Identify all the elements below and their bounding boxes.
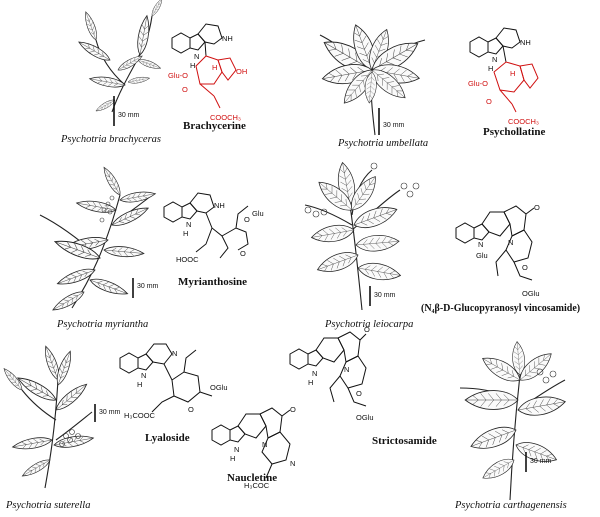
atom-label: O — [534, 203, 540, 212]
structure-strictosamide: O N H N O OGlu — [289, 325, 374, 422]
atom-label: N — [312, 369, 317, 378]
atom-label: N — [186, 220, 191, 229]
atom-label: O — [486, 97, 492, 106]
plant-illustration-myriantha — [39, 165, 157, 315]
atom-label: Glu — [476, 251, 488, 260]
atom-label: Glu — [252, 209, 264, 218]
atom-label: O — [182, 85, 188, 94]
atom-label: H — [488, 64, 493, 73]
atom-label: COOCH₃ — [508, 117, 539, 126]
atom-label: O — [522, 263, 528, 272]
atom-label: O — [290, 405, 296, 414]
plant-illustration-umbellata — [318, 21, 426, 136]
compound-name-strictosamide: Strictosamide — [372, 435, 437, 447]
caption-umbellata: Psychotria umbellata — [338, 138, 429, 149]
scale-label-suterella: 30 mm — [99, 409, 121, 416]
atom-label: N — [194, 52, 199, 61]
scale-label-leiocarpa: 30 mm — [374, 292, 396, 299]
plant-illustration-carthagenensis — [459, 340, 568, 501]
scale-label-myriantha: 30 mm — [137, 283, 159, 290]
structure-psychollatine: N H NH Glu-O H O COOCH₃ — [468, 27, 539, 126]
atom-label: H — [212, 63, 217, 72]
atom-label: H — [190, 61, 195, 70]
atom-label: O — [240, 249, 246, 258]
atom-label: O — [364, 325, 370, 334]
atom-label: OGlu — [356, 413, 374, 422]
atom-label: N — [508, 238, 513, 247]
caption-suterella: Psychotria suterella — [6, 500, 91, 511]
scale-label-umbellata: 30 mm — [383, 122, 405, 129]
atom-label: H — [308, 378, 313, 387]
atom-label: HOOC — [176, 255, 199, 264]
structure-myrianthosine: N H NH O Glu O HOOC — [163, 192, 264, 264]
structure-brachycerine: N H NH Glu-O OH H COOCH₃ O — [168, 23, 247, 122]
caption-leiocarpa: Psychotria leiocarpa — [325, 319, 414, 330]
atom-label: OGlu — [522, 289, 540, 298]
caption-brachyceras: Psychotria brachyceras — [61, 134, 162, 145]
atom-label: OGlu — [210, 383, 228, 392]
atom-label: NH — [214, 201, 225, 210]
atom-label: H — [137, 380, 142, 389]
atom-label: N — [262, 440, 267, 449]
atom-label: NH — [520, 38, 531, 47]
compound-name-brachycerine: Brachycerine — [183, 120, 246, 132]
scale-label-carthagenensis: 30 mm — [530, 458, 552, 465]
atom-label: OH — [236, 67, 247, 76]
atom-label: H₃COOC — [124, 411, 156, 420]
structure-glucopyranosyl-vincosamide: O N Glu N O OGlu — [455, 203, 540, 298]
plant-illustration-leiocarpa — [304, 160, 420, 311]
compound-name-myrianthosine: Myrianthosine — [178, 276, 248, 288]
atom-label: N — [172, 349, 177, 358]
caption-carthagenensis: Psychotria carthagenensis — [455, 500, 567, 511]
atom-label: N — [290, 459, 295, 468]
compound-name-naucletine: Naucletine — [227, 472, 278, 484]
scale-label-brachyceras: 30 mm — [118, 112, 140, 119]
atom-label: COOCH₃ — [210, 113, 241, 122]
caption-myriantha: Psychotria myriantha — [57, 319, 149, 330]
atom-label: N — [234, 445, 239, 454]
atom-label: H — [510, 69, 515, 78]
atom-label: N — [478, 240, 483, 249]
atom-label: Glu-O — [168, 71, 188, 80]
atom-label: Glu-O — [468, 79, 488, 88]
atom-label: H₃COC — [244, 481, 270, 490]
compound-name-lyaloside: Lyaloside — [145, 432, 190, 444]
plant-illustration-suterella — [1, 344, 96, 489]
structure-lyaloside: N H N OGlu O H₃COOC — [119, 343, 228, 420]
compound-name-psychollatine: Psychollatine — [483, 126, 546, 138]
plant-illustration-brachyceras — [76, 0, 165, 126]
atom-label: O — [356, 389, 362, 398]
atom-label: N — [141, 371, 146, 380]
atom-label: NH — [222, 34, 233, 43]
atom-label: N — [492, 55, 497, 64]
atom-label: N — [344, 365, 349, 374]
atom-label: O — [188, 405, 194, 414]
atom-label: H — [230, 454, 235, 463]
compound-name-glucopyranosyl-vincosamide: (N₄β-D-Glucopyranosyl vincosamide) — [421, 303, 581, 314]
atom-label: O — [244, 215, 250, 224]
structure-naucletine: O N H N N H₃COC — [211, 405, 296, 490]
atom-label: H — [183, 229, 188, 238]
